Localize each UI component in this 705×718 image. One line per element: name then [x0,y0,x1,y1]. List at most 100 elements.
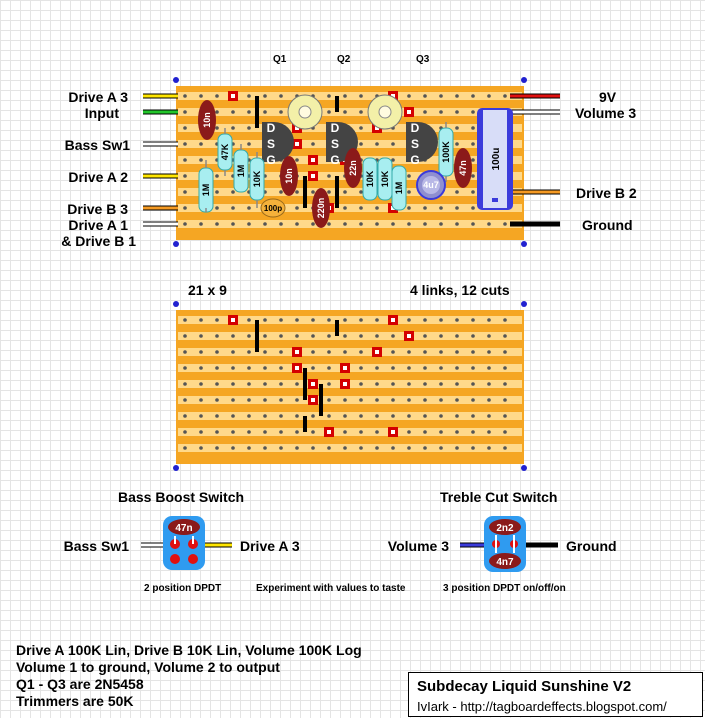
trimmer-q1 [287,94,323,130]
strip-hole [199,94,203,98]
strip-hole [295,430,299,434]
strip-hole [487,382,491,386]
trimmer-q3 [367,94,403,130]
strip-hole [311,446,315,450]
track-cut-center [295,142,299,146]
strip-hole [183,190,187,194]
strip-hole [311,350,315,354]
strip-hole [295,190,299,194]
strip-hole [183,174,187,178]
label-drive-a2: Drive A 2 [68,169,128,185]
strip-hole [343,350,347,354]
strip-hole [215,222,219,226]
strip-hole [295,382,299,386]
strip-hole [423,398,427,402]
jfet-q1 [262,122,294,162]
strip-hole [183,414,187,418]
strip-hole [279,350,283,354]
title-box: Subdecay Liquid Sunshine V2 IvIark - htt… [408,672,703,717]
label-bass-sw1: Bass Sw1 [64,137,130,153]
strip-hole [263,318,267,322]
track-cut-center [343,366,347,370]
strip-hole [215,318,219,322]
strip-hole [359,222,363,226]
strip-hole [391,142,395,146]
strip-hole [407,190,411,194]
jfet-pin-d: D [331,121,340,135]
r-1m-b-label: 1M [201,184,211,197]
strip-hole [215,190,219,194]
corner-marker [173,241,179,247]
strip-hole [503,222,507,226]
track-cut-center [295,366,299,370]
strip-hole [487,334,491,338]
strip-hole [279,334,283,338]
strip-hole [327,398,331,402]
strip-hole [455,190,459,194]
track-cut-center [311,382,315,386]
copper-strip [178,428,522,436]
corner-marker [521,77,527,83]
label-ground: Ground [582,217,633,233]
strip-hole [423,110,427,114]
strip-hole [295,206,299,210]
strip-hole [327,174,331,178]
strip-hole [439,366,443,370]
strip-hole [375,334,379,338]
strip-hole [487,430,491,434]
strip-hole [215,94,219,98]
strip-hole [423,446,427,450]
resistors [198,127,454,213]
strip-hole [375,382,379,386]
strip-hole [439,110,443,114]
track-cut-center [407,110,411,114]
copper-strip [178,332,522,340]
strip-hole [375,318,379,322]
strip-hole [471,94,475,98]
strip-hole [471,430,475,434]
jfet-pin-s: S [267,137,275,151]
strip-hole [311,222,315,226]
strip-hole [327,318,331,322]
corner-marker [521,465,527,471]
strip-hole [183,206,187,210]
strip-hole [503,382,507,386]
strip-hole [215,414,219,418]
strip-hole [311,190,315,194]
strip-hole [407,398,411,402]
strip-hole [199,414,203,418]
strip-hole [279,430,283,434]
capacitors [198,100,472,228]
jfet-q3 [406,122,438,162]
copper-strip [178,204,522,212]
strip-hole [199,398,203,402]
strip-hole [263,430,267,434]
strip-hole [455,334,459,338]
strip-hole [183,222,187,226]
strip-hole [439,350,443,354]
strip-hole [327,334,331,338]
strip-hole [391,222,395,226]
strip-hole [503,366,507,370]
bass-switch-title: Bass Boost Switch [118,489,245,505]
strip-hole [279,366,283,370]
strip-hole [279,414,283,418]
strip-hole [455,430,459,434]
corner-marker [521,241,527,247]
copper-strip [178,188,522,196]
strip-hole [503,318,507,322]
bass-switch-right-label: Drive A 3 [240,538,300,554]
strip-hole [279,318,283,322]
strip-hole [183,382,187,386]
treble-switch-right-label: Ground [566,538,617,554]
copper-strip [178,444,522,452]
treble-cut-switch: 2n2 4n7 [460,516,558,572]
strip-hole [263,414,267,418]
label-drive-b3: Drive B 3 [67,201,128,217]
strip-hole [231,382,235,386]
strip-hole [247,206,251,210]
jfet-pin-d: D [267,121,276,135]
strip-hole [247,414,251,418]
strip-hole [263,382,267,386]
